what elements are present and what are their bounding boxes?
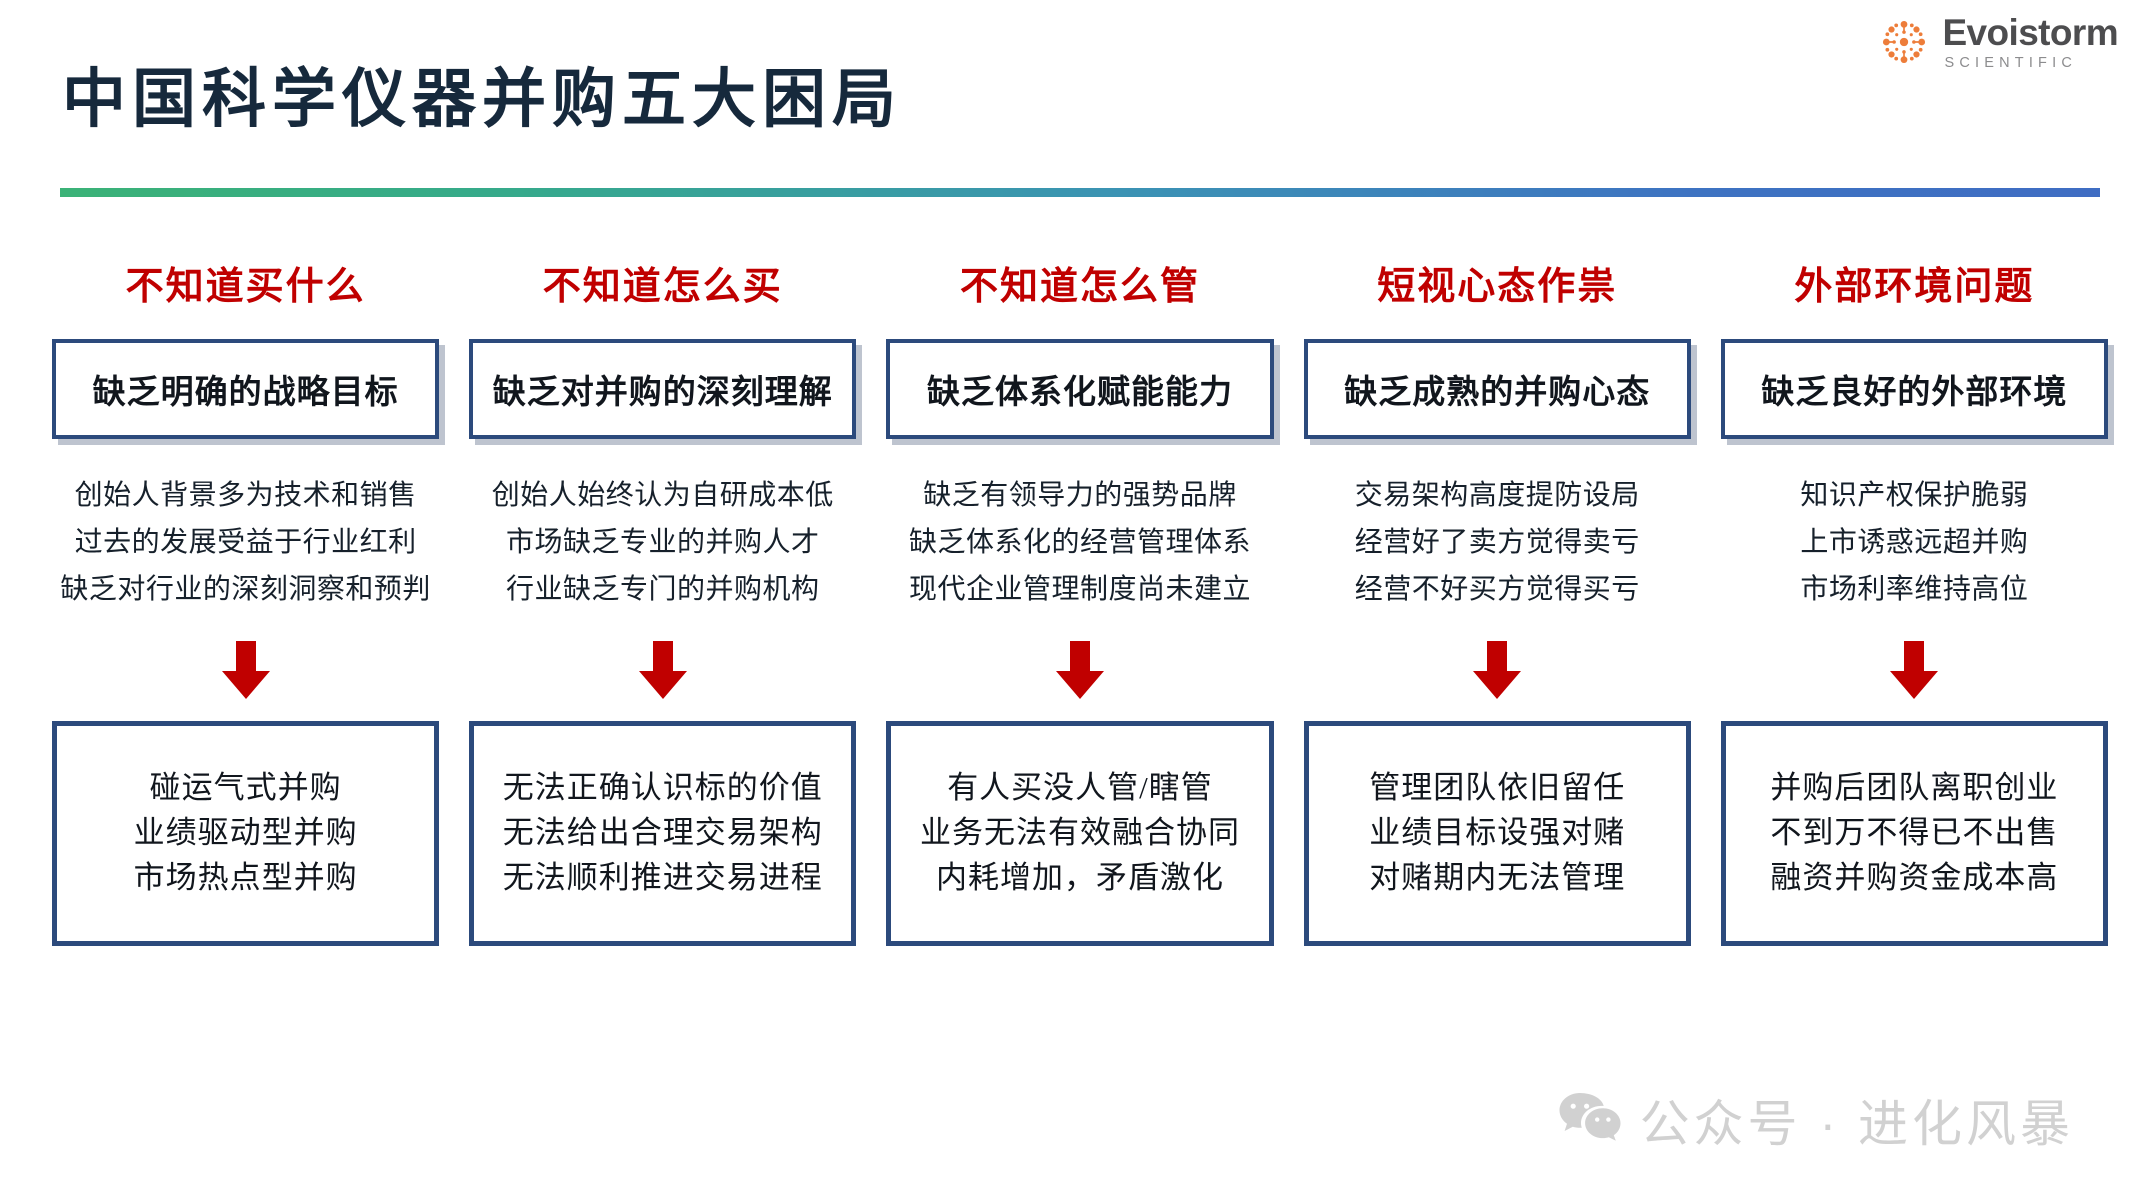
list-item: 内耗增加，矛盾激化 bbox=[936, 859, 1224, 895]
list-item: 现代企业管理制度尚未建立 bbox=[909, 573, 1252, 605]
list-item: 业务无法有效融合协同 bbox=[920, 815, 1240, 851]
column-3-cause-label: 缺乏体系化赋能能力 bbox=[927, 375, 1233, 411]
brand-name: Evoistorm bbox=[1942, 12, 2118, 53]
column-2-bullets: 创始人始终认为自研成本低 市场缺乏专业的并购人才 行业缺乏专门的并购机构 bbox=[491, 480, 834, 619]
list-item: 管理团队依旧留任 bbox=[1369, 770, 1626, 806]
list-item: 市场缺乏专业的并购人才 bbox=[506, 526, 820, 558]
column-2-outcome-box: 无法正确认识标的价值 无法给出合理交易架构 无法顺利推进交易进程 bbox=[469, 721, 857, 946]
list-item: 市场利率维持高位 bbox=[1800, 573, 2029, 605]
list-item: 创始人始终认为自研成本低 bbox=[491, 480, 834, 511]
list-item: 并购后团队离职创业 bbox=[1770, 770, 2059, 806]
list-item: 无法顺利推进交易进程 bbox=[502, 859, 823, 895]
column-4-bullets: 交易架构高度提防设局 经营好了卖方觉得卖亏 经营不好买方觉得买亏 bbox=[1354, 480, 1640, 619]
list-item: 行业缺乏专门的并购机构 bbox=[506, 573, 820, 605]
page-title: 中国科学仪器并购五大困局 bbox=[62, 64, 902, 135]
column-2: 不知道怎么买 缺乏对并购的深刻理解 创始人始终认为自研成本低 市场缺乏专业的并购… bbox=[469, 255, 857, 946]
brand-logo: Evoistorm SCIENTIFIC bbox=[1878, 12, 2119, 71]
column-5-bullets: 知识产权保护脆弱 上市诱惑远超并购 市场利率维持高位 bbox=[1800, 480, 2029, 619]
column-3-bullets: 缺乏有领导力的强势品牌 缺乏体系化的经营管理体系 现代企业管理制度尚未建立 bbox=[909, 480, 1252, 619]
column-5-outcome-box: 并购后团队离职创业 不到万不得已不出售 融资并购资金成本高 bbox=[1720, 721, 2109, 946]
column-5-header: 外部环境问题 bbox=[1794, 266, 2035, 308]
list-item: 经营不好买方觉得买亏 bbox=[1354, 573, 1640, 605]
column-3: 不知道怎么管 缺乏体系化赋能能力 缺乏有领导力的强势品牌 缺乏体系化的经营管理体… bbox=[886, 255, 1274, 946]
column-1: 不知道买什么 缺乏明确的战略目标 创始人背景多为技术和销售 过去的发展受益于行业… bbox=[52, 255, 440, 946]
column-2-cause-box: 缺乏对并购的深刻理解 bbox=[469, 339, 857, 439]
list-item: 知识产权保护脆弱 bbox=[1800, 480, 2029, 511]
list-item: 不到万不得已不出售 bbox=[1770, 815, 2059, 851]
column-5-cause-box: 缺乏良好的外部环境 bbox=[1720, 339, 2109, 439]
down-arrow-icon bbox=[638, 641, 687, 699]
list-item: 缺乏有领导力的强势品牌 bbox=[923, 480, 1237, 511]
column-4-outcome-box: 管理团队依旧留任 业绩目标设强对赌 对赌期内无法管理 bbox=[1303, 721, 1691, 946]
evoistorm-burst-icon bbox=[1883, 21, 1926, 64]
column-4: 短视心态作祟 缺乏成熟的并购心态 交易架构高度提防设局 经营好了卖方觉得卖亏 经… bbox=[1303, 255, 1691, 946]
column-3-outcome-box: 有人买没人管/瞎管 业务无法有效融合协同 内耗增加，矛盾激化 bbox=[886, 721, 1274, 946]
wechat-icon bbox=[1559, 1093, 1621, 1141]
list-item: 有人买没人管/瞎管 bbox=[947, 770, 1213, 806]
list-item: 交易架构高度提防设局 bbox=[1354, 480, 1640, 511]
list-item: 对赌期内无法管理 bbox=[1369, 859, 1626, 895]
list-item: 缺乏对行业的深刻洞察和预判 bbox=[60, 573, 431, 605]
column-4-header: 短视心态作祟 bbox=[1377, 266, 1618, 308]
down-arrow-icon bbox=[1473, 641, 1522, 699]
down-arrow-icon bbox=[1056, 641, 1104, 699]
brand-subtitle: SCIENTIFIC bbox=[1944, 55, 2078, 71]
watermark-text: 公众号 · 进化风暴 bbox=[1639, 1096, 2074, 1152]
column-5: 外部环境问题 缺乏良好的外部环境 知识产权保护脆弱 上市诱惑远超并购 市场利率维… bbox=[1720, 255, 2109, 946]
list-item: 经营好了卖方觉得卖亏 bbox=[1354, 526, 1640, 558]
title-divider bbox=[60, 188, 2100, 197]
list-item: 碰运气式并购 bbox=[149, 770, 342, 806]
column-5-cause-label: 缺乏良好的外部环境 bbox=[1761, 375, 2068, 411]
list-item: 市场热点型并购 bbox=[133, 859, 358, 895]
down-arrow-icon bbox=[221, 641, 270, 699]
watermark: 公众号 · 进化风暴 bbox=[1558, 1084, 2074, 1156]
list-item: 无法正确认识标的价值 bbox=[502, 770, 823, 806]
column-1-bullets: 创始人背景多为技术和销售 过去的发展受益于行业红利 缺乏对行业的深刻洞察和预判 bbox=[60, 480, 431, 619]
list-item: 上市诱惑远超并购 bbox=[1800, 526, 2029, 558]
down-arrow-icon bbox=[1890, 641, 1939, 699]
column-3-cause-box: 缺乏体系化赋能能力 bbox=[886, 339, 1274, 439]
column-1-header: 不知道买什么 bbox=[125, 266, 366, 308]
column-1-cause-label: 缺乏明确的战略目标 bbox=[92, 375, 399, 411]
list-item: 业绩目标设强对赌 bbox=[1369, 815, 1626, 851]
list-item: 缺乏体系化的经营管理体系 bbox=[909, 526, 1252, 558]
column-1-outcome-box: 碰运气式并购 业绩驱动型并购 市场热点型并购 bbox=[52, 721, 440, 946]
column-1-cause-box: 缺乏明确的战略目标 bbox=[52, 339, 440, 439]
five-dilemmas-grid: 不知道买什么 缺乏明确的战略目标 创始人背景多为技术和销售 过去的发展受益于行业… bbox=[52, 255, 2109, 946]
column-3-header: 不知道怎么管 bbox=[960, 266, 1201, 308]
list-item: 业绩驱动型并购 bbox=[133, 815, 358, 851]
column-2-cause-label: 缺乏对并购的深刻理解 bbox=[492, 375, 833, 411]
list-item: 创始人背景多为技术和销售 bbox=[74, 480, 417, 511]
column-2-header: 不知道怎么买 bbox=[542, 266, 783, 308]
column-4-cause-box: 缺乏成熟的并购心态 bbox=[1303, 339, 1691, 439]
list-item: 无法给出合理交易架构 bbox=[502, 815, 823, 851]
list-item: 过去的发展受益于行业红利 bbox=[74, 526, 417, 558]
column-4-cause-label: 缺乏成熟的并购心态 bbox=[1344, 375, 1651, 411]
list-item: 融资并购资金成本高 bbox=[1770, 859, 2059, 895]
